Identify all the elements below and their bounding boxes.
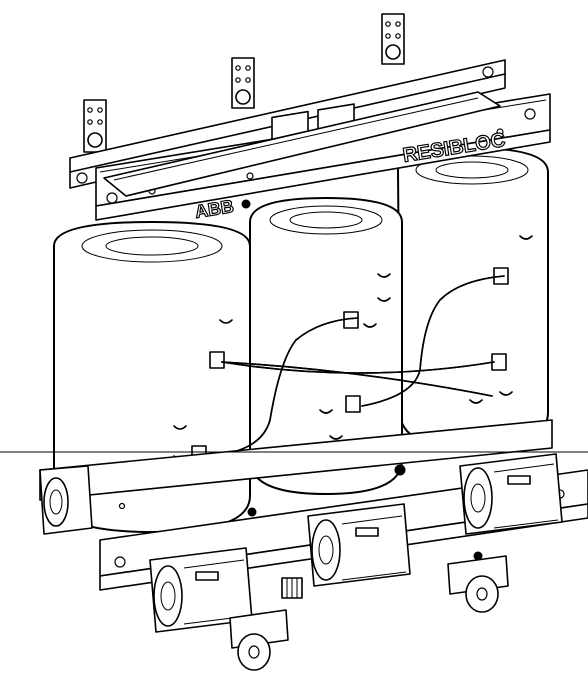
auxiliary-terminal-block [281, 577, 303, 599]
hv-terminal-middle [231, 57, 255, 109]
hv-terminal-right [381, 13, 405, 65]
transport-wheel-left [229, 609, 289, 671]
hv-terminal-left [83, 99, 107, 153]
cooling-fan-left [39, 465, 93, 535]
core-top-plate [103, 91, 501, 197]
lower-rear-frame [39, 419, 553, 517]
transport-wheel-right [447, 551, 509, 613]
delta-connection-cables [213, 275, 505, 457]
cooling-fan-front-middle [307, 503, 411, 587]
cooling-fan-front-right [459, 453, 563, 535]
